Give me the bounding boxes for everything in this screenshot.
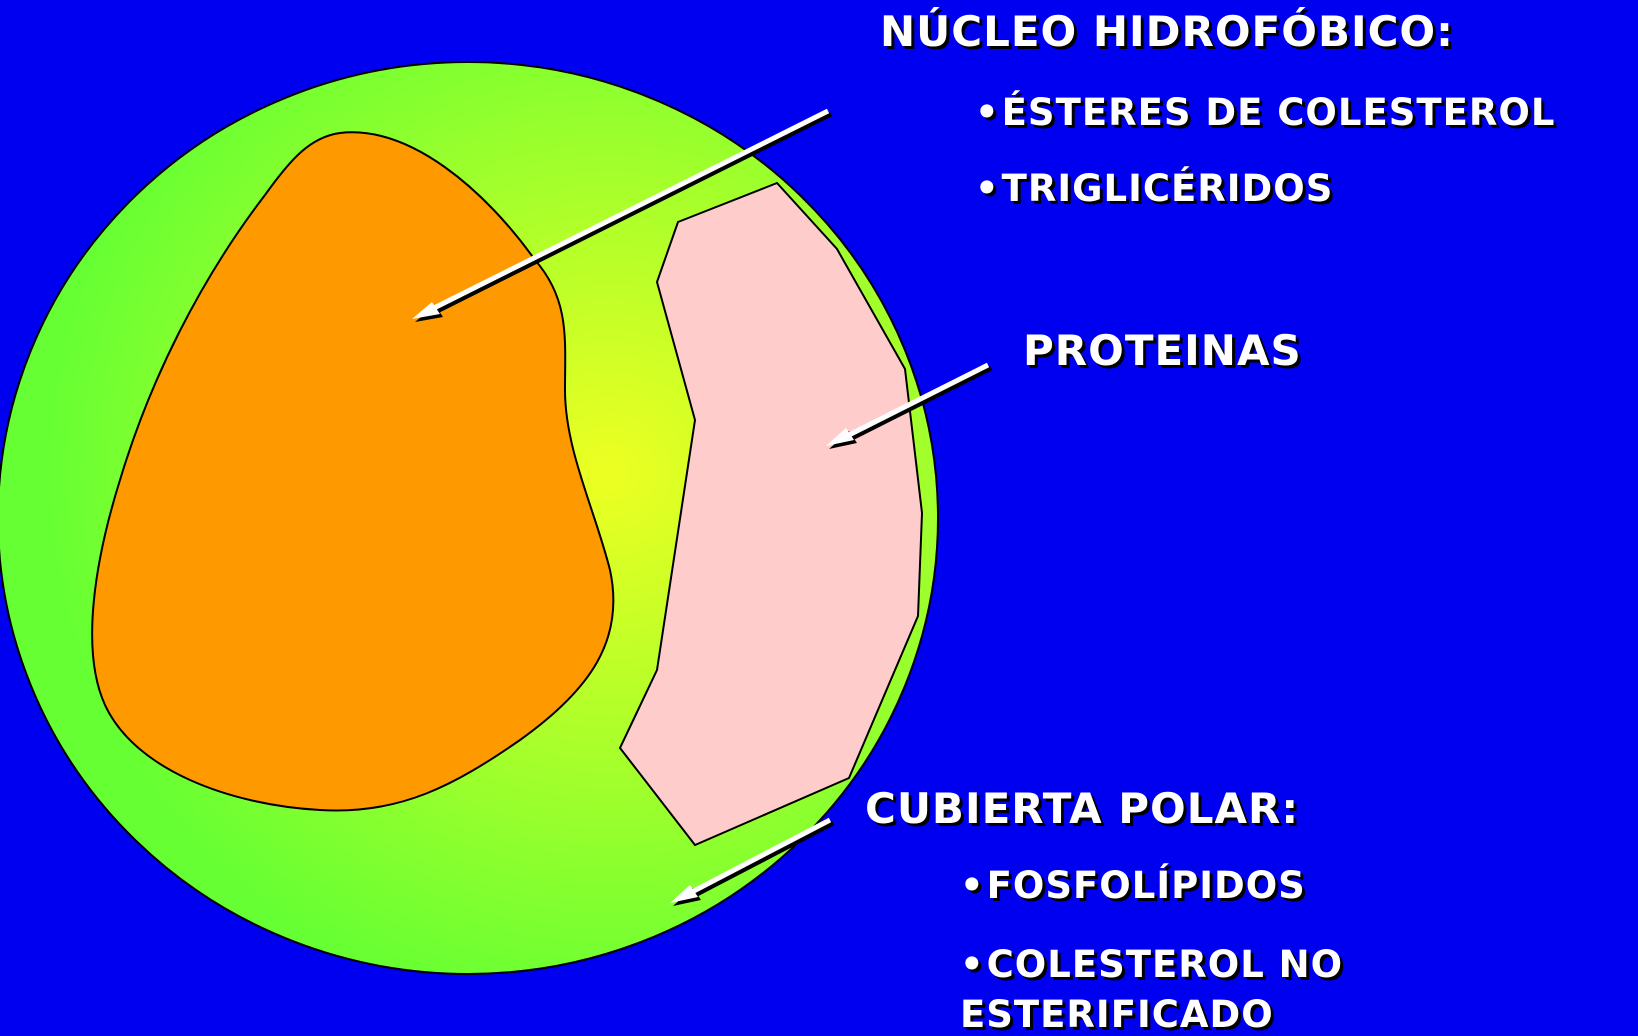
shell-item-free-cholesterol: •COLESTEROL NO <box>960 944 1343 987</box>
shell-item-phospholipids: •FOSFOLÍPIDOS <box>960 865 1306 908</box>
shell-heading: CUBIERTA POLAR: <box>865 785 1299 833</box>
protein-heading: PROTEINAS <box>1023 327 1302 375</box>
bullet: • <box>975 91 1000 134</box>
bullet: • <box>975 167 1000 210</box>
core-item-label: ÉSTERES DE COLESTEROL <box>1002 91 1556 134</box>
shell-item-free-cholesterol-cont: ESTERIFICADO <box>960 994 1274 1036</box>
core-item-label: TRIGLICÉRIDOS <box>1002 167 1334 210</box>
bullet: • <box>960 864 985 907</box>
shell-item-label: FOSFOLÍPIDOS <box>987 864 1306 907</box>
core-item-triglycerides: •TRIGLICÉRIDOS <box>975 168 1333 211</box>
shell-item-label: COLESTEROL NO <box>987 943 1343 986</box>
bullet: • <box>960 943 985 986</box>
core-heading: NÚCLEO HIDROFÓBICO: <box>880 8 1454 56</box>
core-item-cholesterol-esters: •ÉSTERES DE COLESTEROL <box>975 92 1555 135</box>
